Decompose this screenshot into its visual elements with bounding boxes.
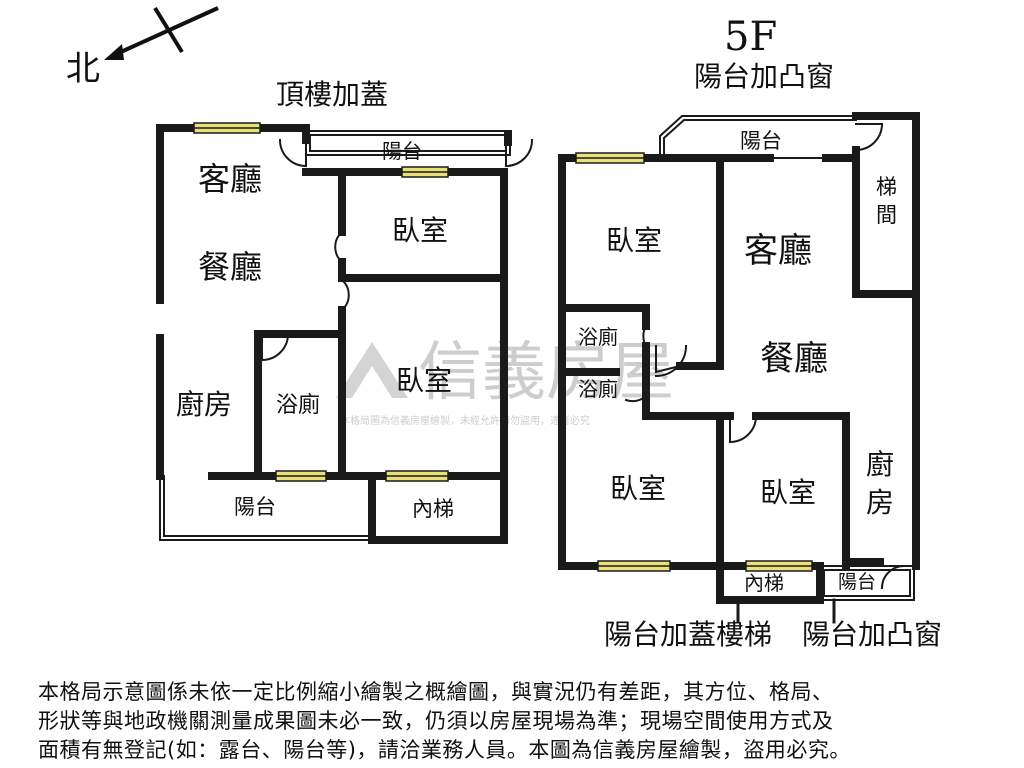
- right-room-stairwell: 梯間: [876, 175, 897, 227]
- watermark: 信義房屋 本格局圖為信義房屋繪製，未經允許請勿盜用，違者必究: [336, 336, 674, 427]
- watermark-notice: 本格局圖為信義房屋繪製，未經允許請勿盜用，違者必究: [340, 414, 590, 427]
- watermark-logo-icon: [336, 342, 408, 398]
- right-room-bath2: 浴廁: [578, 377, 618, 401]
- right-room-living: 客廳: [744, 231, 812, 271]
- left-room-living: 客廳: [198, 160, 262, 198]
- right-top-caption: 陽台加凸窗: [694, 60, 834, 93]
- right-room-balcony-bottom: 陽台: [838, 571, 876, 593]
- left-room-dining: 餐廳: [198, 248, 262, 286]
- right-room-bedroom-s: 臥室: [760, 476, 816, 509]
- right-room-kitchen: 廚房: [866, 448, 894, 519]
- right-room-bath1: 浴廁: [578, 325, 618, 349]
- disclaimer-line-3: 面積有無登記(如：露台、陽台等)，請洽業務人員。本圖為信義房屋繪製，盜用必究。: [38, 738, 851, 762]
- left-room-kitchen: 廚房: [176, 388, 232, 421]
- left-room-stair: 內梯: [412, 497, 454, 521]
- right-room-stairwell-char: 梯: [876, 175, 897, 199]
- left-plan-labels: 頂樓加蓋 客廳 餐廳 陽台 臥室 臥室 廚房 浴廁 陽台 內梯: [176, 78, 454, 521]
- right-bottom-caption-right: 陽台加凸窗: [802, 618, 942, 651]
- compass: 北: [66, 6, 219, 89]
- right-room-bedroom-sw: 臥室: [610, 472, 666, 505]
- watermark-brand: 信義房屋: [418, 336, 674, 410]
- left-room-bedroom1: 臥室: [392, 214, 448, 247]
- right-room-kitchen-char: 廚: [866, 448, 894, 481]
- right-room-dining: 餐廳: [760, 339, 828, 379]
- left-room-bedroom2: 臥室: [396, 364, 452, 397]
- right-room-stair: 內梯: [744, 571, 784, 595]
- left-room-bath: 浴廁: [276, 393, 320, 418]
- left-plan: [156, 124, 534, 544]
- right-plan-labels: 5F 陽台加凸窗 陽台 臥室 客廳 餐廳 浴廁 浴廁 臥室 臥室 內梯 陽台 陽…: [578, 14, 942, 651]
- left-room-balcony-top: 陽台: [382, 139, 422, 163]
- right-room-bedroom-nw: 臥室: [606, 224, 662, 257]
- disclaimer-line-1: 本格局示意圖係未依一定比例縮小繪製之概繪圖，與實況仍有差距，其方位、格局、: [38, 680, 834, 704]
- left-title: 頂樓加蓋: [276, 78, 388, 111]
- right-bottom-caption-left: 陽台加蓋樓梯: [604, 618, 772, 651]
- left-room-balcony-bottom: 陽台: [234, 495, 276, 519]
- right-floor-label: 5F: [724, 14, 777, 60]
- right-room-stairwell-char: 間: [876, 203, 897, 227]
- disclaimer-line-2: 形狀等與地政機關測量成果圖未必一致，仍須以房屋現場為準；現場空間使用方式及: [38, 709, 834, 733]
- right-room-balcony-top: 陽台: [740, 129, 782, 153]
- right-plan-windows: [575, 152, 813, 572]
- disclaimer: 本格局示意圖係未依一定比例縮小繪製之概繪圖，與實況仍有差距，其方位、格局、 形狀…: [38, 678, 998, 765]
- right-plan: [558, 112, 920, 624]
- right-room-kitchen-char: 房: [866, 486, 894, 519]
- left-plan-windows: [193, 122, 449, 482]
- compass-north-label: 北: [66, 49, 100, 89]
